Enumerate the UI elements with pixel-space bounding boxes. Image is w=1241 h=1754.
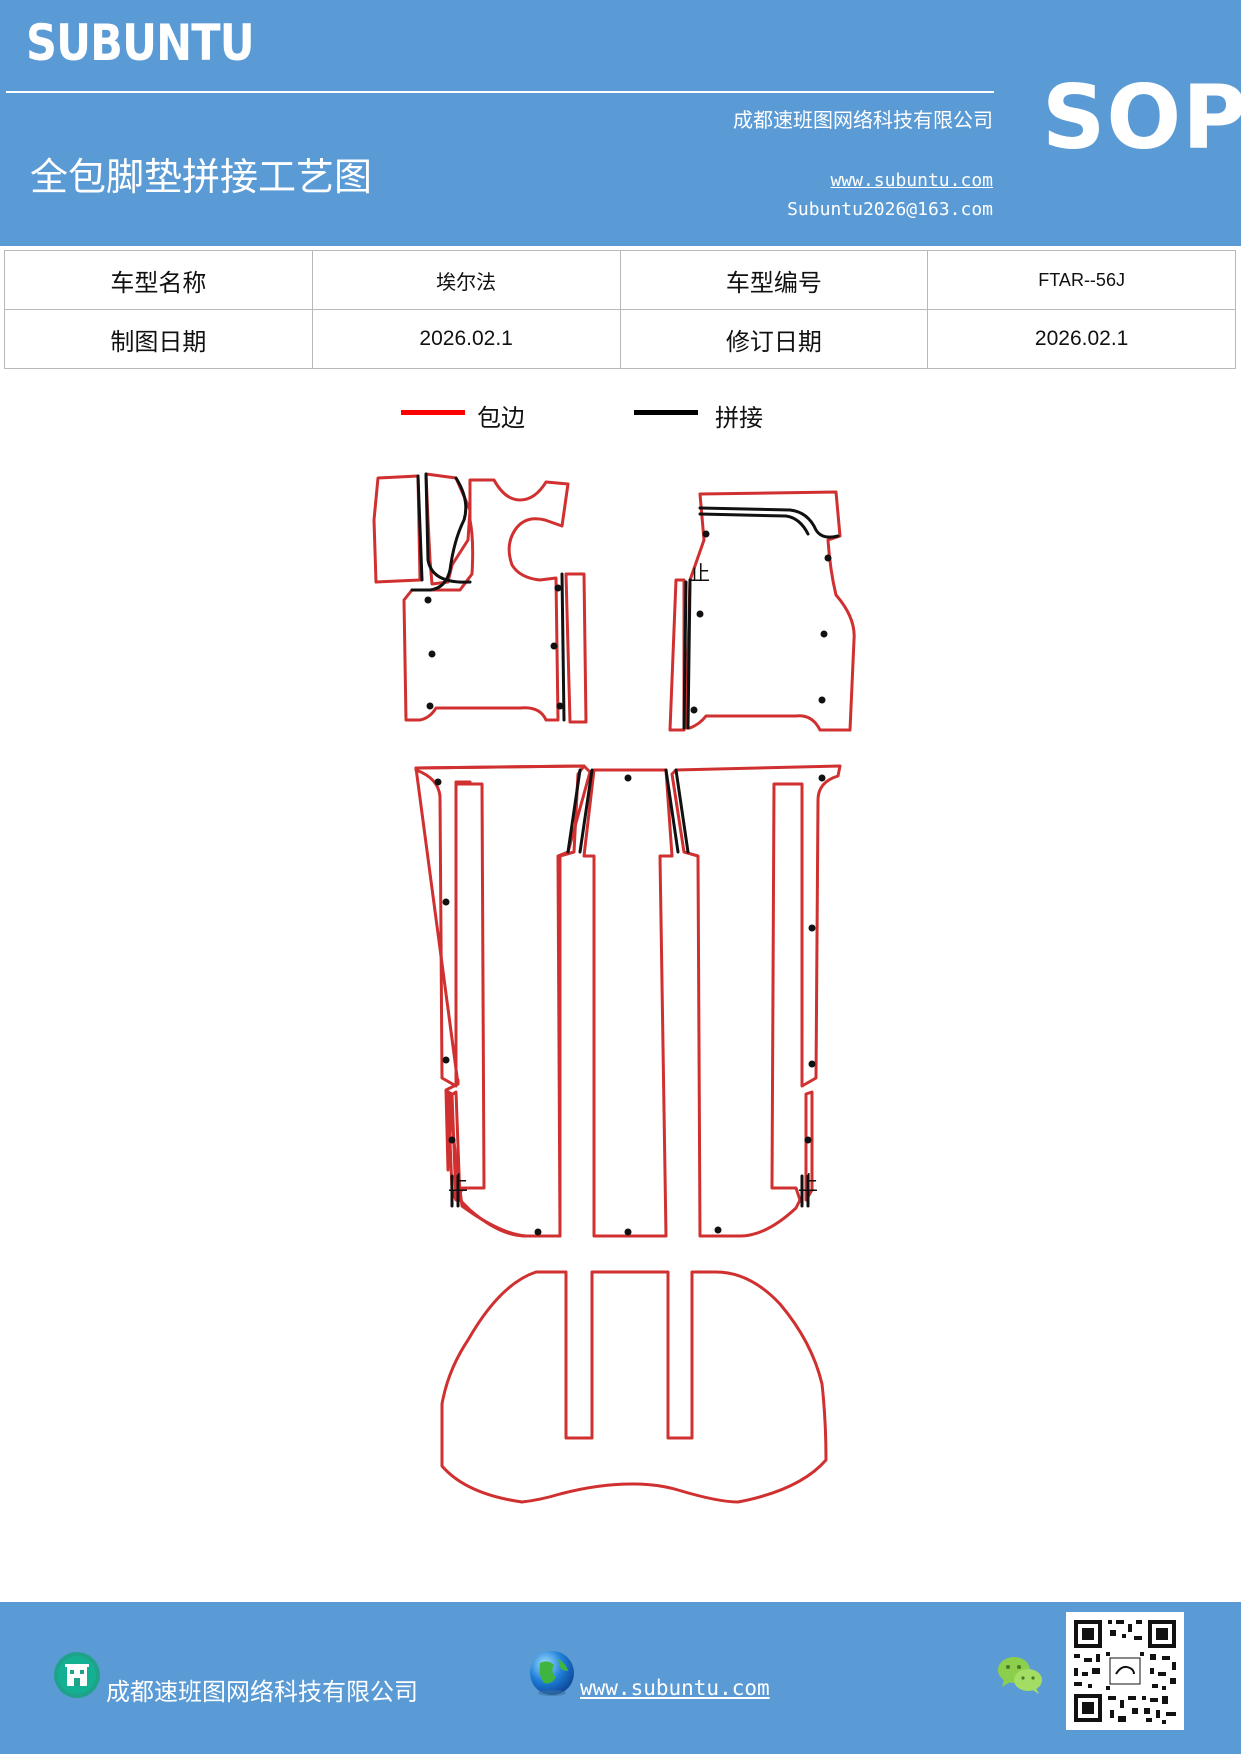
fixing-point [434,778,442,786]
mat-front-right-strip [668,578,686,732]
fixing-point [424,596,432,604]
fixing-point [820,630,828,638]
fixing-point [426,702,434,710]
seam-line [578,768,594,854]
revision-date-label: 修订日期 [619,309,929,369]
stop-markers: 止 止 止 [448,561,818,1195]
wechat-icon [998,1657,1042,1694]
table-row: 车型名称 埃尔法 车型编号 FTAR--56J [4,250,1236,310]
fixing-point [442,898,450,906]
fixing-point [690,706,698,714]
document-title: 全包脚垫拼接工艺图 [30,155,373,199]
mat-front-right-edge [684,490,856,732]
fixing-point [448,1136,456,1144]
fixing-point [818,774,826,782]
legend-swatch-edge [401,410,465,415]
seam-line [424,472,472,584]
seam-line [682,580,688,730]
floor-mat-diagram: 止 止 止 [372,472,856,1504]
seam-line [566,768,582,854]
stop-marker: 止 [448,1171,468,1195]
drawing-date-value: 2026.02.1 [311,309,621,369]
seam-lines [410,472,840,1208]
fixing-point [554,584,562,592]
edge-outlines [372,472,856,1504]
fixing-point [804,1136,812,1144]
header: SUBUNTU 成都速班图网络科技有限公司 全包脚垫拼接工艺图 www.subu… [0,0,1241,246]
fixing-point [428,650,436,658]
legend-swatch-seam [634,410,698,415]
fixing-point [550,642,558,650]
mat-front-left-edge [372,474,422,584]
fixing-point [824,554,832,562]
mat-front-left-strip [564,572,588,724]
mat-middle-center-edge [582,768,674,1238]
footer-website-link[interactable]: www.subuntu.com [580,1676,770,1700]
seam-line [674,768,690,854]
seam-line [698,512,810,536]
seam-line [410,476,468,592]
mat-middle-right-edge [670,764,842,1238]
model-name-value: 埃尔法 [311,250,621,310]
table-row: 制图日期 2026.02.1 修订日期 2026.02.1 [4,309,1236,369]
mat-middle-left-inner [454,782,486,1202]
mat-rear-edge [440,1270,828,1504]
fixing-point [808,924,816,932]
mat-middle-right-lower [804,1090,814,1202]
seam-line [686,578,692,730]
fixing-point [696,610,704,618]
header-company: 成都速班图网络科技有限公司 [733,108,993,132]
footer-company: 成都速班图网络科技有限公司 [106,1678,418,1706]
model-code-value: FTAR--56J [927,250,1236,310]
fixing-point [534,1228,542,1236]
brand-logo: SUBUNTU [26,14,255,72]
mat-middle-left-outer [414,768,472,1088]
legend-label-edge: 包边 [477,404,525,432]
header-website-link[interactable]: www.subuntu.com [830,170,993,191]
header-email: Subuntu2026@163.com [787,199,993,220]
fixing-point [818,696,826,704]
mat-middle-left-edge [414,764,592,1238]
fixing-point [808,1060,816,1068]
fixing-points [424,530,832,1236]
header-divider [6,91,994,93]
seam-line [416,474,424,582]
stop-marker: 止 [690,561,710,585]
footer: 成都速班图网络科技有限公司 www.subuntu.com [0,1602,1241,1754]
fixing-point [624,774,632,782]
info-table: 车型名称 埃尔法 车型编号 FTAR--56J 制图日期 2026.02.1 修… [4,250,1236,369]
seam-line [664,768,680,854]
fixing-point [702,530,710,538]
sop-badge: SOP [1042,66,1241,169]
building-icon [54,1652,100,1698]
seam-line [698,506,840,539]
legend: 包边 拼接 [0,398,1241,438]
revision-date-value: 2026.02.1 [927,309,1236,369]
model-name-label: 车型名称 [4,250,313,310]
model-code-label: 车型编号 [619,250,929,310]
fixing-point [624,1228,632,1236]
fixing-point [442,1056,450,1064]
legend-label-seam: 拼接 [715,404,763,432]
globe-icon [530,1651,574,1696]
seam-line [560,572,566,722]
fixing-point [714,1226,722,1234]
fixing-point [556,702,564,710]
stop-marker: 止 [798,1171,818,1195]
drawing-date-label: 制图日期 [4,309,313,369]
mat-front-left-edge [402,478,570,722]
qr-code [1066,1612,1184,1730]
